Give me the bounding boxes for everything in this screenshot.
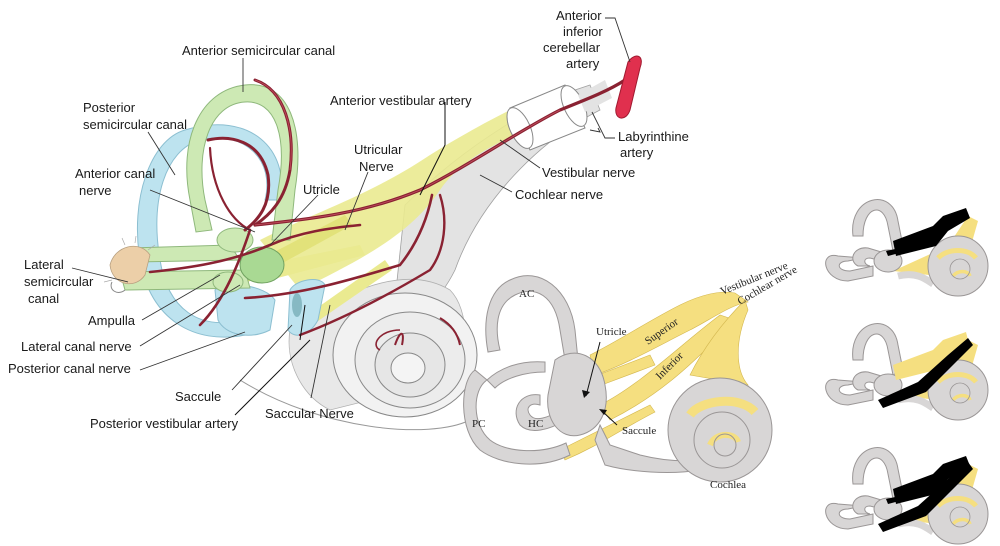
label-pc: PC — [472, 418, 485, 430]
label-saccule-secondary: Saccule — [622, 425, 656, 437]
label-lateral-semicircular-canal-line3: canal — [28, 291, 59, 306]
anterior-inferior-cerebellar-artery — [615, 55, 642, 119]
label-posterior-canal-nerve: Posterior canal nerve — [8, 361, 131, 376]
label-vestibular-nerve: Vestibular nerve — [542, 165, 635, 180]
cochlea-secondary — [667, 377, 773, 483]
label-anterior-canal-nerve-line2: nerve — [79, 183, 112, 198]
label-saccular-nerve: Saccular Nerve — [265, 406, 354, 421]
anterior-canal-secondary — [485, 275, 579, 361]
main-labyrinth-figure: Anterior semicircular canal Posterior se… — [8, 8, 689, 431]
internal-auditory-canal — [506, 80, 612, 151]
anterior-semicircular-canal — [186, 84, 299, 241]
label-cochlea-secondary: Cochlea — [710, 479, 746, 491]
label-utricle-secondary: Utricle — [596, 326, 627, 338]
thumbnail-superior-nerve-highlight — [826, 200, 988, 296]
vestibular-nerve-superior — [589, 291, 749, 376]
label-aica-line2: inferior — [563, 24, 603, 39]
label-anterior-vestibular-artery: Anterior vestibular artery — [330, 93, 472, 108]
label-utricle: Utricle — [303, 182, 340, 197]
label-lateral-semicircular-canal-line2: semicircular — [24, 274, 94, 289]
label-hc: HC — [528, 418, 543, 430]
label-aica-line3: cerebellar — [543, 40, 601, 55]
label-saccule: Saccule — [175, 389, 221, 404]
thumbnail-both-nerves-highlight — [826, 448, 988, 544]
posterior-canal-secondary — [463, 369, 571, 465]
label-cochlear-nerve: Cochlear nerve — [515, 187, 603, 202]
label-labyrinthine-artery-line2: artery — [620, 145, 654, 160]
label-lateral-semicircular-canal-line1: Lateral — [24, 257, 64, 272]
label-aica-line1: Anterior — [556, 8, 602, 23]
label-anterior-canal-nerve-line1: Anterior canal — [75, 166, 155, 181]
label-posterior-semicircular-canal-line2: semicircular canal — [83, 117, 187, 132]
cochlear-nerve-secondary — [689, 299, 749, 386]
thumbnail-inferior-nerve-highlight — [826, 324, 988, 420]
vestibular-nerve-bundle — [260, 100, 540, 290]
label-anterior-semicircular-canal: Anterior semicircular canal — [182, 43, 335, 58]
label-utricular-nerve-line2: Nerve — [359, 159, 394, 174]
label-utricular-nerve-line1: Utricular — [354, 142, 403, 157]
label-ac: AC — [519, 288, 534, 300]
vestibule-secondary — [547, 352, 607, 437]
label-posterior-vestibular-artery: Posterior vestibular artery — [90, 416, 239, 431]
label-labyrinthine-artery-line1: Labyrinthine — [618, 129, 689, 144]
label-ampulla: Ampulla — [88, 313, 136, 328]
label-posterior-semicircular-canal-line1: Posterior — [83, 100, 136, 115]
label-aica-line4: artery — [566, 56, 600, 71]
secondary-labyrinth-figure: AC PC HC Utricle Saccule Superior Inferi… — [463, 260, 800, 491]
cochlea-spiral — [332, 292, 478, 418]
leader-lines — [71, 17, 631, 416]
label-lateral-canal-nerve: Lateral canal nerve — [21, 339, 132, 354]
